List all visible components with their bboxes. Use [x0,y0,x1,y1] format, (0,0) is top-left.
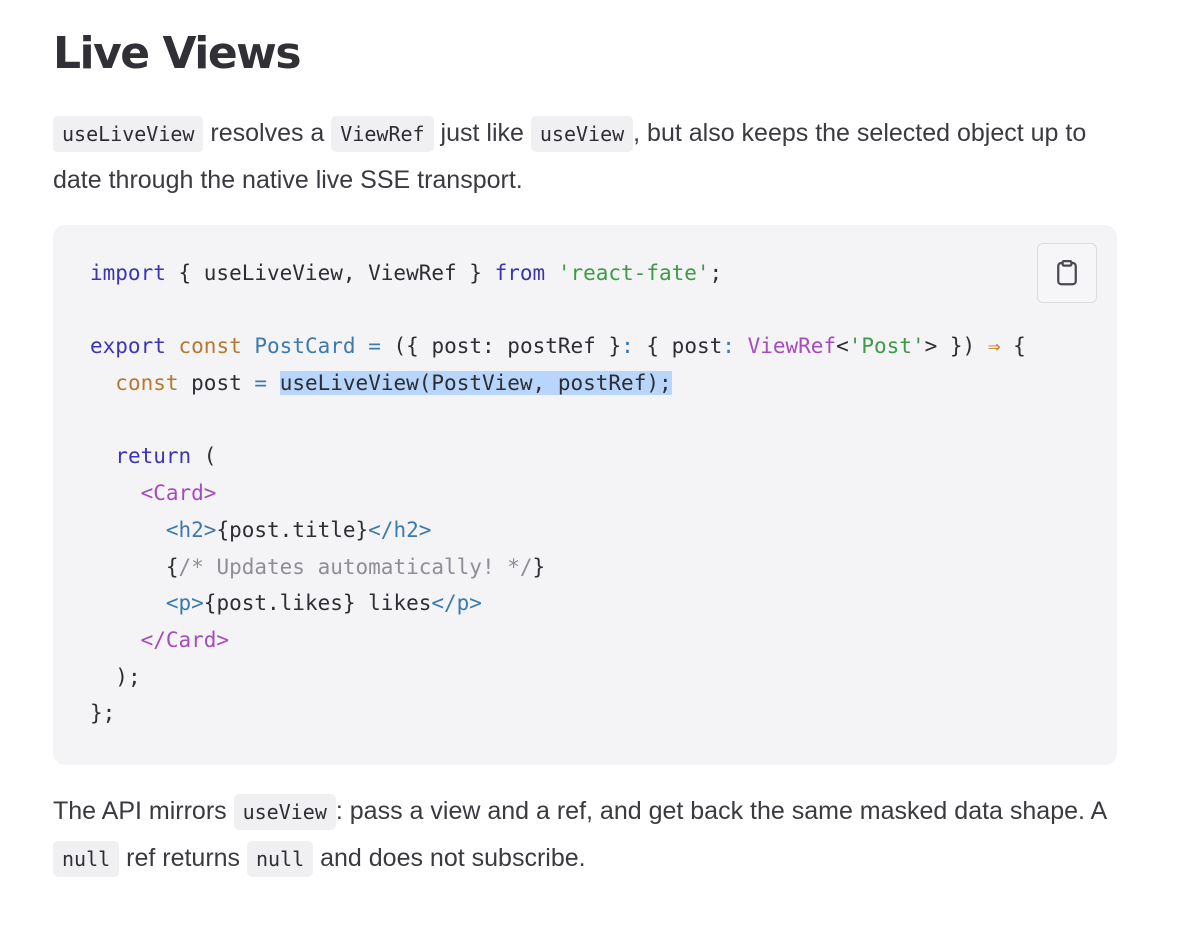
code-line-13: }; [90,695,1026,732]
inline-code-null: null [53,841,120,877]
code-token: { post [633,334,723,359]
code-token: PostCard [254,334,356,359]
code-token: <Card> [140,481,217,506]
code-line-10: <p>{post.likes} likes</p> [90,585,1026,622]
code-token: {post.title} [216,517,369,542]
code-token: { [165,554,179,579]
inline-code-use-live-view: useLiveView [53,116,204,152]
code-line-6: return ( [90,438,1026,475]
code-line-3: export const PostCard = ({ post: postRef… [90,328,1026,365]
clipboard-icon [1057,260,1077,286]
inline-code-use-view: useView [530,116,634,152]
code-selection: useLiveView(PostView, postRef); [279,371,672,396]
code-token: { [1000,334,1026,359]
outro-paragraph: The API mirrors useView: pass a view and… [53,788,1133,882]
code-line-4: const post = useLiveView(PostView, postR… [90,365,1026,402]
code-token: ); [115,664,141,689]
outro-text-1: The API mirrors [53,797,234,825]
code-token: > }) [924,334,988,359]
code-token: ViewRef [747,334,837,359]
code-line-12: ); [90,659,1026,696]
code-line-1: import { useLiveView, ViewRef } from 're… [90,255,1026,292]
intro-paragraph: useLiveView resolves a ViewRef just like… [53,110,1133,203]
code-token: ; [709,261,723,285]
code-token: ⇒ [987,334,1001,359]
code-token: import [90,261,166,285]
code-token: }; [90,701,116,726]
code-block[interactable]: import { useLiveView, ViewRef } from 're… [53,225,1117,765]
code-token: post [178,371,255,396]
intro-text-1: resolves a [203,119,332,147]
inline-code-null: null [247,841,314,877]
intro-text-3: , but also keeps the selected object up … [53,119,1087,194]
code-token: </p> [431,591,482,616]
code-token: const [178,334,242,359]
page-title: Live Views [53,28,302,79]
code-line-11: </Card> [90,622,1026,659]
code-token: return [115,444,192,469]
code-line-8: <h2>{post.title}</h2> [90,512,1026,549]
intro-text-2: just like [433,119,531,147]
code-token: 'react-fate' [557,261,710,285]
code-token: {post.likes} likes [203,591,432,616]
code-content[interactable]: import { useLiveView, ViewRef } from 're… [90,255,1026,732]
code-token: = [254,371,268,396]
inline-code-view-ref: ViewRef [331,116,434,152]
code-line-5 [90,402,1026,439]
code-token: < [836,334,849,359]
code-token: = [368,334,381,359]
code-token: ( [191,444,217,469]
code-token: <p> [165,591,204,616]
inline-code-use-view: useView [233,794,336,830]
code-token: from [494,261,546,285]
code-token: { useLiveView, ViewRef } [165,261,495,285]
code-token: </Card> [140,627,230,652]
outro-text-3: ref returns [119,844,247,872]
code-token: export [90,334,166,359]
code-token: : [722,334,735,359]
copy-code-button[interactable] [1037,243,1097,303]
code-line-7: <Card> [90,475,1026,512]
code-line-2 [90,292,1026,329]
code-line-9: {/* Updates automatically! */} [90,549,1026,586]
code-token: const [115,371,179,396]
code-comment: /* Updates automatically! */ [178,554,533,579]
code-token: </h2> [368,517,432,542]
code-token: ({ post: postRef } [393,334,622,359]
code-token: 'Post' [848,334,925,359]
outro-text-4: and does not subscribe. [313,844,586,872]
code-token: : [621,334,634,359]
outro-text-2: : pass a view and a ref, and get back th… [335,797,1106,825]
code-token: } [532,554,546,579]
code-token: <h2> [165,517,217,542]
